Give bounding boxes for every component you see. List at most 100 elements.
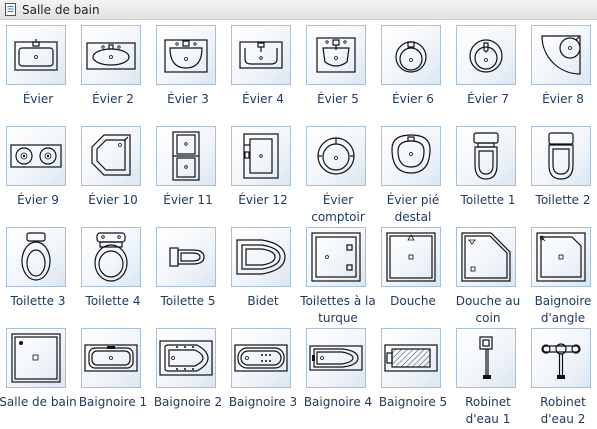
- shape-label: Évier 7: [467, 92, 509, 106]
- shape-tile[interactable]: [231, 126, 291, 186]
- shape-tile[interactable]: [6, 25, 66, 85]
- shape-item[interactable]: Évier 4: [228, 22, 303, 122]
- baignoire-angle-icon: [536, 232, 586, 282]
- evier-2-icon: [86, 42, 136, 70]
- shape-label: Évier 6: [392, 92, 434, 106]
- shape-tile[interactable]: [456, 227, 516, 287]
- shape-label: Salle de bain: [0, 395, 77, 409]
- shape-tile[interactable]: [306, 25, 366, 85]
- shape-item[interactable]: Évier 7: [453, 22, 528, 122]
- shape-item[interactable]: Toilette 4: [78, 224, 153, 324]
- shape-item[interactable]: Évier comptoir: [303, 123, 378, 224]
- toilettes-turque-icon: [311, 232, 361, 282]
- shape-item[interactable]: Baignoire 1: [78, 325, 153, 425]
- shape-item[interactable]: Salle de bain: [0, 325, 78, 425]
- shape-label: Toilette 1: [460, 193, 516, 207]
- shape-tile[interactable]: [531, 328, 591, 388]
- evier-3-icon: [164, 39, 208, 73]
- shape-item[interactable]: Évier 12: [228, 123, 303, 223]
- shape-label: Toilette 2: [535, 193, 591, 207]
- shape-item[interactable]: Évier pié destal: [378, 123, 453, 224]
- shape-label: Baignoire 4: [303, 395, 373, 409]
- shape-tile[interactable]: [306, 126, 366, 186]
- douche-icon: [386, 232, 436, 282]
- shape-item[interactable]: Toilette 1: [453, 123, 528, 223]
- shape-tile[interactable]: [381, 328, 441, 388]
- shape-item[interactable]: Toilette 3: [3, 224, 78, 324]
- shape-item[interactable]: Douche: [378, 224, 453, 324]
- shape-tile[interactable]: [456, 126, 516, 186]
- robinet-1-icon: [479, 336, 493, 379]
- shape-item[interactable]: Baignoire 4: [303, 325, 378, 425]
- evier-4-icon: [239, 41, 283, 69]
- shape-label: Baignoire 3: [228, 395, 298, 409]
- library-header[interactable]: Salle de bain: [0, 0, 597, 20]
- shape-label: Évier comptoir: [311, 193, 365, 224]
- shape-item[interactable]: Toilette 5: [153, 224, 228, 324]
- shape-label: Toilette 3: [10, 294, 66, 308]
- shape-tile[interactable]: [6, 227, 66, 287]
- shape-item[interactable]: Toilettes à la turque: [300, 224, 378, 325]
- shape-tile[interactable]: [156, 25, 216, 85]
- shape-item[interactable]: Évier 5: [303, 22, 378, 122]
- shape-item[interactable]: Évier 8: [528, 22, 597, 122]
- shape-item[interactable]: Robinet d'eau 1: [453, 325, 528, 426]
- evier-12-icon: [243, 133, 279, 179]
- salle-de-bain-icon: [11, 333, 61, 383]
- shape-tile[interactable]: [6, 328, 66, 388]
- shape-label: Baignoire 5: [378, 395, 448, 409]
- shape-tile[interactable]: [381, 126, 441, 186]
- shape-tile[interactable]: [156, 227, 216, 287]
- shape-item[interactable]: Baignoire 5: [378, 325, 453, 425]
- shape-label: Évier 3: [167, 92, 209, 106]
- shape-tile[interactable]: [156, 126, 216, 186]
- shape-item[interactable]: Baignoire d'angle: [528, 224, 597, 325]
- shape-tile[interactable]: [306, 328, 366, 388]
- shape-item[interactable]: Bidet: [228, 224, 303, 324]
- evier-comptoir-icon: [317, 137, 355, 175]
- evier-10-icon: [91, 134, 131, 176]
- shape-item[interactable]: Baignoire 2: [153, 325, 228, 425]
- shape-tile[interactable]: [81, 25, 141, 85]
- shape-tile[interactable]: [81, 227, 141, 287]
- shape-item[interactable]: Toilette 2: [528, 123, 597, 223]
- toilette-4-icon: [94, 232, 128, 282]
- shape-label: Toilettes à la turque: [300, 294, 376, 325]
- shape-item[interactable]: Évier 6: [378, 22, 453, 122]
- shape-item[interactable]: Douche au coin: [453, 224, 528, 325]
- shape-item[interactable]: Évier: [3, 22, 78, 122]
- evier-9-icon: [10, 144, 62, 168]
- shape-tile[interactable]: [231, 25, 291, 85]
- shape-tile[interactable]: [156, 328, 216, 388]
- shape-tile[interactable]: [531, 227, 591, 287]
- shape-tile[interactable]: [531, 126, 591, 186]
- shape-item[interactable]: Évier 2: [78, 22, 153, 122]
- evier-11-icon: [172, 131, 200, 181]
- shape-label: Baignoire 1: [78, 395, 148, 409]
- shape-tile[interactable]: [231, 328, 291, 388]
- shape-label: Douche au coin: [455, 294, 521, 325]
- shape-item[interactable]: Évier 9: [3, 123, 78, 223]
- shape-tile[interactable]: [381, 227, 441, 287]
- shape-item[interactable]: Évier 10: [78, 123, 153, 223]
- shape-tile[interactable]: [531, 25, 591, 85]
- evier-icon: [14, 39, 58, 71]
- shape-tile[interactable]: [306, 227, 366, 287]
- shape-tile[interactable]: [456, 25, 516, 85]
- evier-7-icon: [469, 39, 503, 73]
- baignoire-1-icon: [84, 344, 138, 372]
- shape-item[interactable]: Baignoire 3: [228, 325, 303, 425]
- shape-label: Évier 5: [317, 92, 359, 106]
- shape-tile[interactable]: [6, 126, 66, 186]
- shape-tile[interactable]: [81, 328, 141, 388]
- shape-item[interactable]: Robinet d'eau 2: [528, 325, 597, 426]
- shape-tile[interactable]: [456, 328, 516, 388]
- shape-item[interactable]: Évier 11: [153, 123, 228, 223]
- shape-item[interactable]: Évier 3: [153, 22, 228, 122]
- toilette-5-icon: [169, 247, 205, 267]
- shape-label: Baignoire 2: [153, 395, 223, 409]
- shape-tile[interactable]: [381, 25, 441, 85]
- baignoire-3-icon: [234, 344, 288, 372]
- shape-tile[interactable]: [231, 227, 291, 287]
- shape-tile[interactable]: [81, 126, 141, 186]
